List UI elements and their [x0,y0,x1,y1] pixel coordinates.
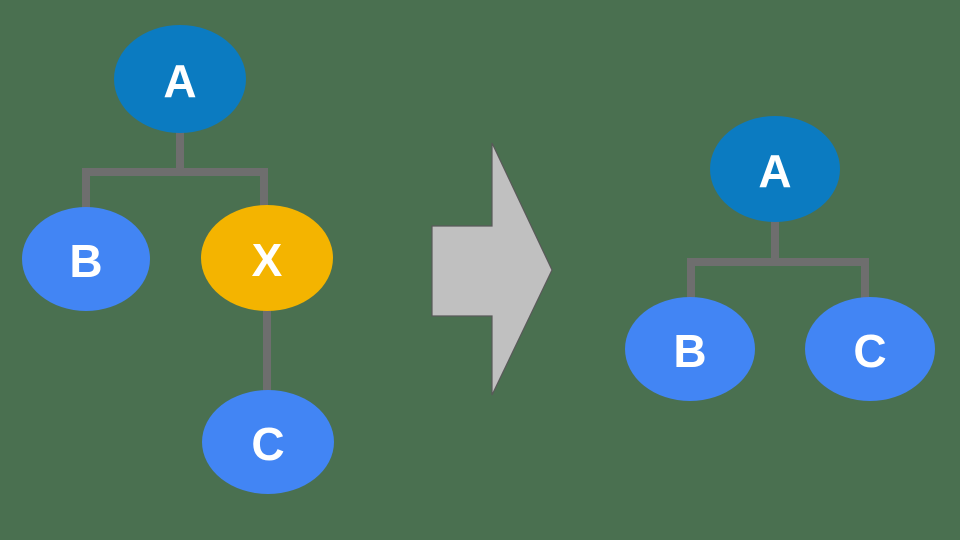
right-arrow-icon [431,142,553,396]
node-x-before-shape[interactable] [201,205,333,311]
node-a-after-label: A [758,145,791,197]
node-c-after-shape[interactable] [805,297,935,401]
node-b-before[interactable]: B [22,207,150,311]
node-a-after[interactable]: A [710,116,840,222]
node-b-after-shape[interactable] [625,297,755,401]
after-tree-connectors [687,219,869,302]
node-c-before[interactable]: C [202,390,334,494]
after-tree: A B C [625,116,935,401]
before-tree: A B X C [22,25,334,494]
node-c-before-label: C [251,418,284,470]
node-x-before[interactable]: X [201,205,333,311]
node-a-before[interactable]: A [114,25,246,133]
node-b-after[interactable]: B [625,297,755,401]
node-c-after-label: C [853,325,886,377]
node-a-after-shape[interactable] [710,116,840,222]
before-tree-connectors [82,130,271,396]
node-c-before-shape[interactable] [202,390,334,494]
node-b-after-label: B [673,325,706,377]
node-a-before-shape[interactable] [114,25,246,133]
node-x-before-label: X [252,234,283,286]
node-b-before-label: B [69,235,102,287]
node-b-before-shape[interactable] [22,207,150,311]
transformation-arrow [431,142,553,396]
node-a-before-label: A [163,55,196,107]
node-c-after[interactable]: C [805,297,935,401]
